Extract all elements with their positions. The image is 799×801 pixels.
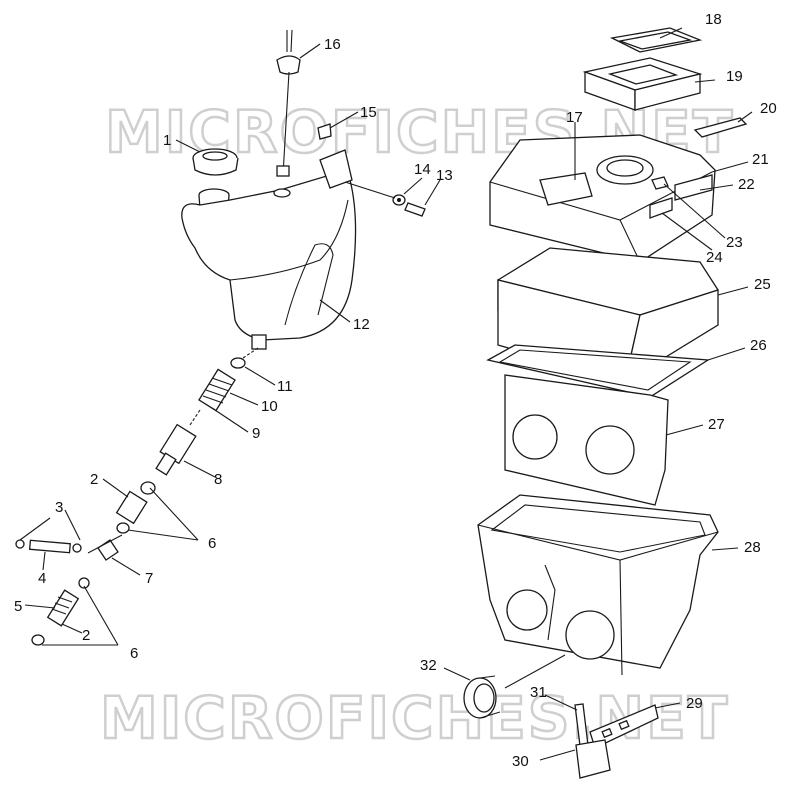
callout-3: 3 <box>55 499 63 516</box>
callout-9: 9 <box>252 425 260 442</box>
callout-21: 21 <box>752 151 769 168</box>
callout-29: 29 <box>686 695 703 712</box>
callout-12: 12 <box>353 316 370 333</box>
callout-1: 1 <box>163 132 171 149</box>
callout-8: 8 <box>214 471 222 488</box>
callout-13: 13 <box>436 167 453 184</box>
callout-20: 20 <box>760 100 777 117</box>
fuel-tank <box>181 174 357 350</box>
boot-32 <box>463 675 501 719</box>
tank-bracket <box>317 123 353 189</box>
callout-14: 14 <box>414 161 431 178</box>
callout-24: 24 <box>706 249 723 266</box>
foam-filter-19 <box>582 57 703 111</box>
callout-6-upper: 6 <box>208 535 216 552</box>
strap-20 <box>693 117 748 138</box>
leader-lines <box>19 27 753 761</box>
airbox-seal-18 <box>609 27 703 53</box>
bracket-30 <box>575 739 611 779</box>
callout-22: 22 <box>738 176 755 193</box>
callout-25: 25 <box>754 276 771 293</box>
fuel-line-parts <box>15 347 259 646</box>
airbox-28 <box>477 494 719 676</box>
callout-5: 5 <box>14 598 22 615</box>
baffle-plate-27 <box>504 374 669 506</box>
callout-23: 23 <box>726 234 743 251</box>
callout-6-lower: 6 <box>130 645 138 662</box>
callout-2-lower: 2 <box>82 627 90 644</box>
callout-30: 30 <box>512 753 529 770</box>
callout-16: 16 <box>324 36 341 53</box>
callout-15: 15 <box>360 104 377 121</box>
callout-27: 27 <box>708 416 725 433</box>
callout-26: 26 <box>750 337 767 354</box>
callout-18: 18 <box>705 11 722 28</box>
callout-7: 7 <box>145 570 153 587</box>
callout-32: 32 <box>420 657 437 674</box>
callout-10: 10 <box>261 398 278 415</box>
callout-17: 17 <box>566 109 583 126</box>
fuel-cap <box>192 148 239 176</box>
callout-28: 28 <box>744 539 761 556</box>
airbox-lid-21 <box>489 134 716 263</box>
callout-labels: 1 2 2 3 4 5 6 6 7 8 9 10 11 12 13 14 15 … <box>14 11 777 770</box>
fuel-gauge <box>276 29 301 177</box>
callout-31: 31 <box>530 684 547 701</box>
callout-19: 19 <box>726 68 743 85</box>
bracket-29 <box>589 704 659 749</box>
callout-4: 4 <box>38 570 46 587</box>
callout-2-upper: 2 <box>90 471 98 488</box>
callout-11: 11 <box>277 378 293 395</box>
bolt <box>344 181 426 217</box>
washer <box>392 194 406 206</box>
